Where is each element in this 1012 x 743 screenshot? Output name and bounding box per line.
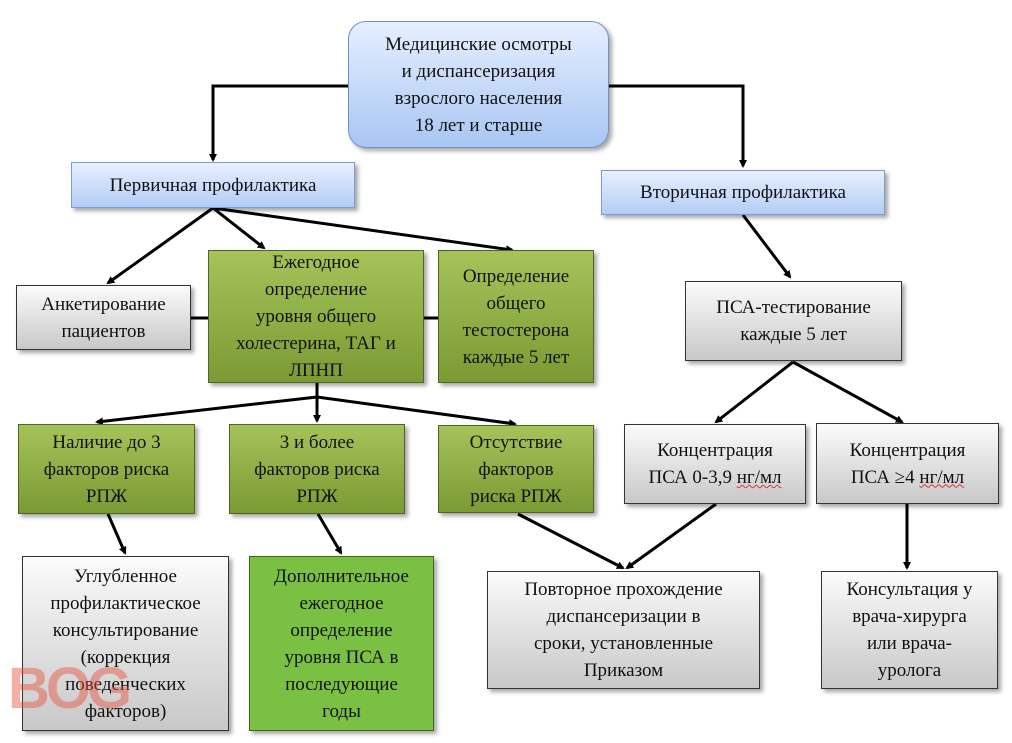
watermark-logo: BOG	[8, 656, 132, 721]
node-cholesterol: Ежегодное определение уровня общего холе…	[208, 250, 424, 383]
node-testosterone: Определение общего тестостерона каждые 5…	[438, 250, 594, 383]
psa-high-line2: ПСА ≥4	[850, 466, 920, 488]
arrow-risk3-counseling	[106, 513, 127, 555]
node-psa-high: Концентрация ПСА ≥4 нг/мл	[816, 423, 999, 504]
arrow-to-risk-none	[316, 395, 517, 428]
arrow-psalow-repeat	[625, 502, 717, 570]
node-primary-label: Первичная профилактика	[109, 174, 317, 196]
node-risk-none: Отсутствие факторов риска РПЖ	[438, 425, 594, 513]
node-survey-label: Анкетирование пациентов	[41, 293, 166, 342]
node-cholesterol-label: Ежегодное определение уровня общего холе…	[236, 252, 396, 381]
psa-high-line1: Концентрация	[849, 439, 966, 461]
node-psa-low-label: Концентрация ПСА 0-3,9 нг/мл	[649, 437, 782, 491]
node-repeat-screening: Повторное прохождение диспансеризации в …	[487, 571, 760, 689]
node-testosterone-label: Определение общего тестостерона каждые 5…	[462, 265, 570, 368]
node-root-label: Медицинские осмотры и диспансеризация вз…	[385, 33, 572, 136]
arrow-primary-survey	[106, 206, 214, 285]
arrow-psa-high	[792, 360, 904, 424]
node-secondary-prevention: Вторичная профилактика	[601, 170, 885, 215]
arrow-primary-testosterone	[212, 206, 514, 254]
node-survey: Анкетирование пациентов	[16, 285, 191, 350]
node-psa-testing-label: ПСА-тестирование каждые 5 лет	[716, 297, 871, 345]
node-risk-3-plus-label: 3 и более факторов риска РПЖ	[254, 431, 380, 507]
arrow-secondary-psa	[741, 214, 792, 279]
node-annual-psa-label: Дополнительное ежегодное определение уро…	[274, 565, 409, 722]
psa-low-line1: Концентрация	[657, 440, 773, 461]
arrow-primary-cholesterol	[212, 206, 266, 250]
node-risk-3-plus: 3 и более факторов риска РПЖ	[229, 424, 405, 514]
node-psa-testing: ПСА-тестирование каждые 5 лет	[685, 281, 902, 361]
node-annual-psa: Дополнительное ежегодное определение уро…	[249, 556, 434, 731]
arrow-psa-low	[714, 360, 794, 424]
node-root: Медицинские осмотры и диспансеризация вз…	[348, 21, 609, 148]
node-psa-high-label: Концентрация ПСА ≥4 нг/мл	[850, 437, 966, 491]
node-psa-low: Концентрация ПСА 0-3,9 нг/мл	[624, 424, 806, 504]
node-risk-none-label: Отсутствие факторов риска РПЖ	[469, 431, 563, 507]
node-secondary-label: Вторичная профилактика	[640, 182, 846, 203]
node-risk-up-to-3: Наличие до 3 факторов риска РПЖ	[18, 424, 195, 514]
psa-high-unit: нг/мл	[919, 466, 965, 488]
node-counseling-label: Углубленное профилактическое консультиро…	[50, 565, 201, 722]
node-primary-prevention: Первичная профилактика	[71, 162, 355, 208]
arrow-risk3plus-annual	[316, 513, 343, 555]
node-repeat-label: Повторное прохождение диспансеризации в …	[524, 579, 723, 681]
psa-low-unit: нг/мл	[736, 467, 782, 488]
arrow-root-primary	[209, 84, 350, 162]
arrow-root-secondary	[608, 84, 747, 168]
arrow-to-risk-up-to-3	[95, 395, 318, 426]
node-consult-label: Консультация у врача-хирурга или врача- …	[846, 579, 973, 681]
arrow-risknone-repeat	[517, 512, 625, 570]
node-risk-up-to-3-label: Наличие до 3 факторов риска РПЖ	[43, 431, 170, 507]
node-counseling: Углубленное профилактическое консультиро…	[22, 556, 229, 731]
psa-low-line2: ПСА 0-3,9	[648, 467, 737, 488]
node-consult-surgeon: Консультация у врача-хирурга или врача- …	[821, 571, 998, 689]
